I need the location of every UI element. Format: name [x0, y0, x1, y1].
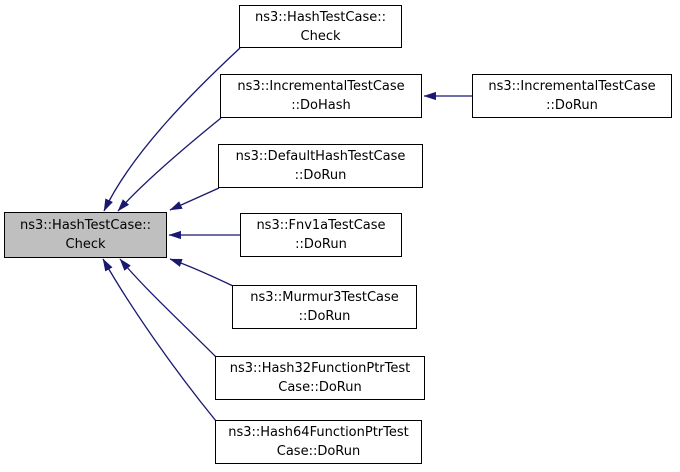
node-label-line: ns3::Hash32FunctionPtrTest — [229, 361, 411, 376]
node-label-line: ns3::Fnv1aTestCase — [256, 218, 386, 233]
node-ns3-hash64functionptrtestcase-dorun[interactable]: ns3::Hash64FunctionPtrTest Case::DoRun — [215, 420, 422, 464]
edge-murmur3-dorun-to-check-main — [169, 258, 234, 287]
node-label-line: ::DoRun — [546, 98, 598, 113]
node-label-line: ::DoRun — [294, 168, 347, 183]
node-label-line: ns3::Murmur3TestCase — [250, 290, 399, 305]
node-ns3-hash32functionptrtestcase-dorun[interactable]: ns3::Hash32FunctionPtrTest Case::DoRun — [215, 356, 425, 400]
node-ns3-murmur3testcase-dorun[interactable]: ns3::Murmur3TestCase ::DoRun — [232, 285, 417, 329]
node-label-line: ::DoRun — [295, 237, 347, 252]
node-label-line: ns3::Hash64FunctionPtrTest — [228, 425, 409, 440]
node-label-line: ::DoHash — [291, 98, 351, 113]
edge-hash64-dorun-to-check-main — [102, 258, 217, 422]
node-label-line: ns3::DefaultHashTestCase — [235, 149, 406, 164]
node-label-line: ns3::IncrementalTestCase — [237, 79, 405, 94]
node-ns3-incrementaltestcase-dorun[interactable]: ns3::IncrementalTestCase ::DoRun — [472, 74, 672, 118]
node-label-line: Check — [300, 28, 341, 44]
node-label-line: ns3::HashTestCase:: — [20, 218, 151, 233]
edge-incremental-dohash-to-check-main — [117, 117, 222, 212]
edge-hash32-dorun-to-check-main — [119, 258, 217, 358]
node-ns3-incrementaltestcase-dohash[interactable]: ns3::IncrementalTestCase ::DoHash — [220, 74, 422, 118]
node-ns3-defaulthashtestcase-dorun[interactable]: ns3::DefaultHashTestCase ::DoRun — [218, 144, 423, 188]
node-ns3-hashtestcase-check[interactable]: ns3::HashTestCase:: Check — [239, 5, 402, 48]
edge-defaulthash-dorun-to-check-main — [169, 187, 220, 211]
node-label-line: ns3::HashTestCase:: — [255, 9, 386, 25]
node-label-line: ns3::IncrementalTestCase — [488, 79, 656, 94]
node-label-line: ::DoRun — [298, 309, 351, 324]
node-label-line: Case::DoRun — [278, 380, 362, 395]
node-label-line: Case::DoRun — [276, 444, 361, 459]
node-ns3-hashtestcase-check-focus[interactable]: ns3::HashTestCase:: Check — [4, 212, 167, 258]
node-ns3-fnv1atestcase-dorun[interactable]: ns3::Fnv1aTestCase ::DoRun — [240, 213, 402, 257]
edge-check-top-to-check-main — [103, 47, 241, 212]
node-label-line: Check — [65, 237, 106, 252]
